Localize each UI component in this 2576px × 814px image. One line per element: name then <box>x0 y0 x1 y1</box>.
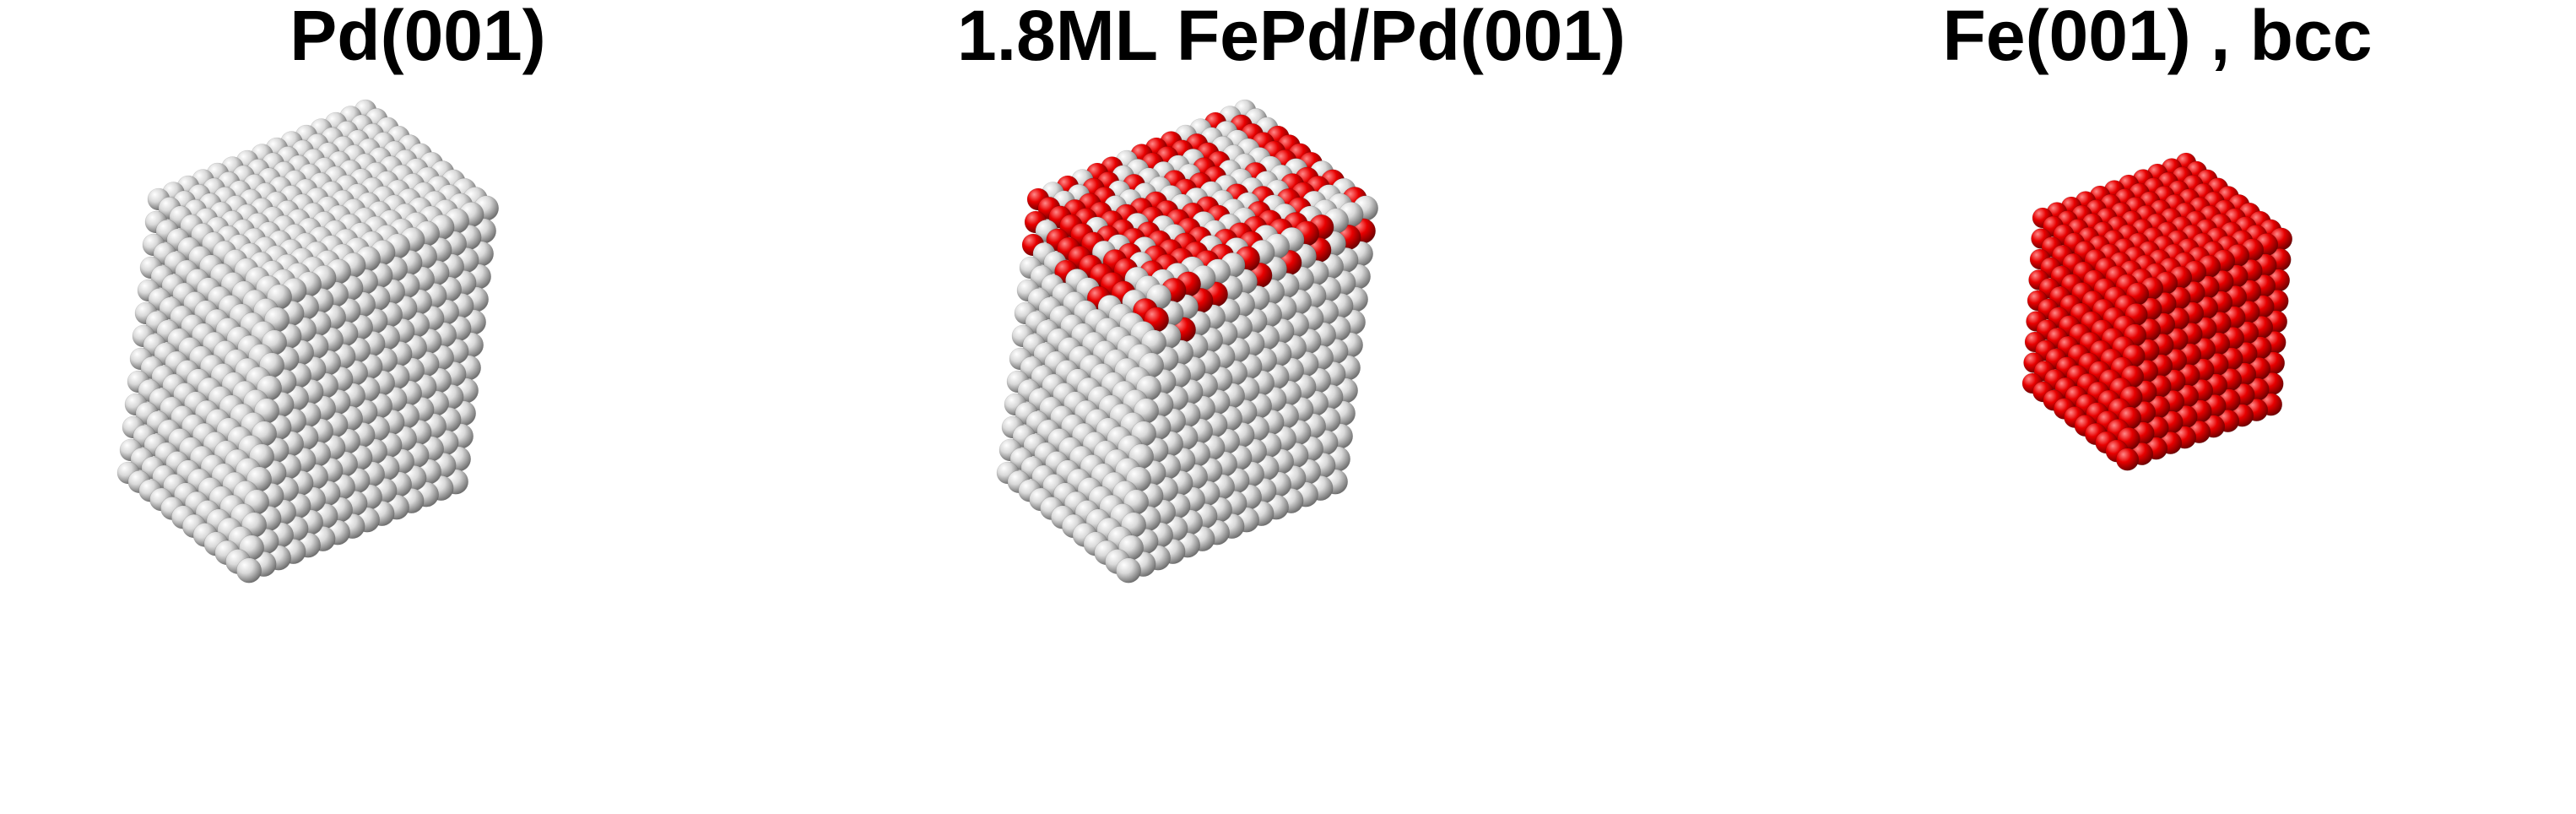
panel-title: 1.8ML FePd/Pd(001) <box>956 0 1626 75</box>
atom <box>2115 448 2140 471</box>
panel-title: Pd(001) <box>290 0 546 75</box>
atom <box>1115 557 1141 583</box>
atom <box>235 557 262 583</box>
panel-fe001-bcc: Fe(001) , bcc <box>1739 0 2576 814</box>
panel-pd001: Pd(001) <box>0 0 844 814</box>
panel-fepd-on-pd001: 1.8ML FePd/Pd(001) <box>844 0 1739 814</box>
panel-title: Fe(001) , bcc <box>1942 0 2373 75</box>
fe-lattice-cube <box>2021 152 2293 471</box>
pd-lattice-cube <box>116 99 499 583</box>
fepd-lattice-cube <box>996 99 1378 583</box>
